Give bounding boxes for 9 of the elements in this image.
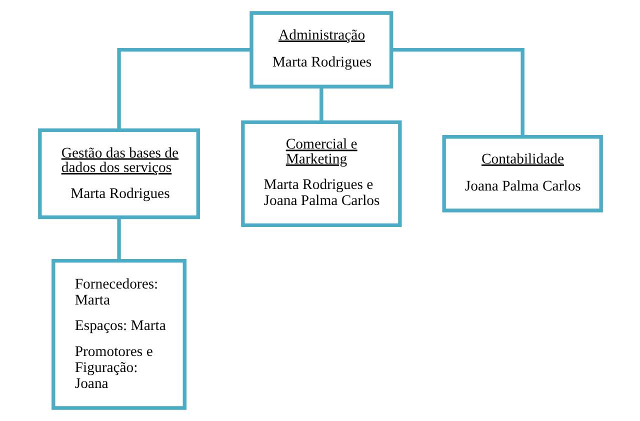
node-box: Contabilidade Joana Palma Carlos xyxy=(442,135,602,212)
node-box: Administração Marta Rodrigues xyxy=(249,11,393,88)
node-box: Comercial e Marketing Marta Rodrigues e Joana Palma Carlos xyxy=(240,120,402,228)
connector xyxy=(391,48,524,137)
connector xyxy=(116,48,251,130)
node-box: Fornecedores: Marta Espaços: Marta Promotores e Figuração: Joana xyxy=(51,258,186,410)
connector xyxy=(319,86,323,122)
node-box: Gestão das bases de dados dos serviços Marta Rodrigues xyxy=(38,128,200,220)
connector xyxy=(116,218,120,261)
